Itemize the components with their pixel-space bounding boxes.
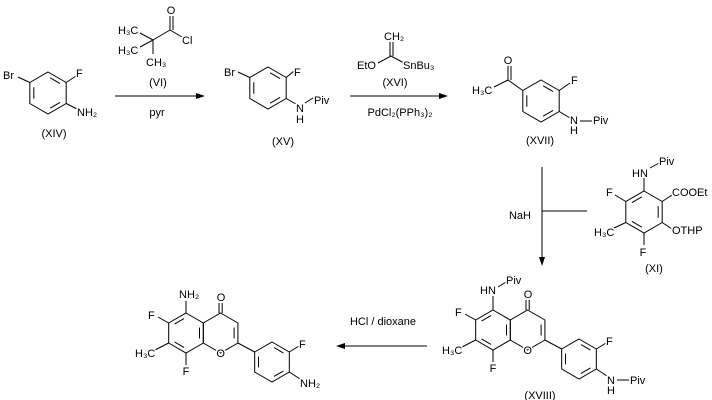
xvii-o: O <box>504 55 513 67</box>
xi-h3c: H₃C <box>594 227 614 239</box>
vi-label: (VI) <box>149 77 167 89</box>
ring-xv <box>249 66 287 110</box>
xviii-o-ring: O <box>523 345 532 357</box>
labels: Br F NH₂ (XIV) O Cl H₃C H₃C CH₃ (VI) pyr… <box>2 4 709 400</box>
product-aryl-bond <box>237 342 255 353</box>
xviii-hn: HN <box>480 285 496 297</box>
ring-xi-double-bond <box>631 196 643 204</box>
arrowhead-step1 <box>196 93 205 99</box>
product-ring-a <box>168 312 204 354</box>
product-nh2: NH₂ <box>179 289 199 301</box>
xiv-br: Br <box>3 70 14 82</box>
ring-xv-double-bond <box>269 96 281 104</box>
ring-xiv <box>29 71 67 115</box>
product-ring-b-double-bond <box>273 347 284 354</box>
xviii-aryl-bond <box>544 339 562 350</box>
xv-h: H <box>296 114 304 126</box>
product-ring-b-double-bond <box>273 370 284 377</box>
xvii-h3c: H₃C <box>472 85 492 97</box>
arrows <box>115 93 587 349</box>
xviii-o-carbonyl: O <box>524 289 533 301</box>
step4-conditions: HCl / dioxane <box>350 316 416 328</box>
arrowhead-step3 <box>539 257 545 266</box>
xviii-f6: F <box>455 307 462 319</box>
xvii-piv: Piv <box>593 115 609 127</box>
vi-h3c-top: H₃C <box>118 25 138 37</box>
ring-xi-double-bond <box>631 220 643 228</box>
xviii-label: (XVIII) <box>524 390 555 400</box>
xvii-h: H <box>570 125 578 137</box>
ring-xiv-double-bond <box>49 101 61 109</box>
product-o-carbonyl: O <box>217 292 226 304</box>
product-o-ring: O <box>216 348 225 360</box>
xvi-eto: EtO <box>357 60 376 72</box>
xviii-f-aryl: F <box>606 336 613 348</box>
ring-xi <box>625 190 663 234</box>
xviii-f8: F <box>490 363 497 375</box>
xi-f-top: F <box>606 187 613 199</box>
ring-xvii-double-bond <box>542 109 554 117</box>
product-h3c: H₃C <box>135 348 155 360</box>
xvi-label: (XVI) <box>382 77 407 89</box>
arrowhead-step4 <box>336 343 345 349</box>
xviii-piv: Piv <box>506 275 522 287</box>
xvii-f: F <box>571 75 578 87</box>
step1-conditions: pyr <box>149 107 165 119</box>
step3-reagent: NaH <box>509 210 531 222</box>
xv-n: N <box>296 103 304 115</box>
xiv-label: (XIV) <box>41 128 66 140</box>
xvii-n: N <box>570 115 578 127</box>
xv-br: Br <box>224 67 235 79</box>
xviii-ring-a-double-bond <box>481 338 492 345</box>
rings <box>29 66 663 383</box>
xiv-nh2: NH₂ <box>77 107 97 119</box>
arrowhead-step2 <box>439 93 448 99</box>
xviii-h: H <box>607 385 615 397</box>
xi-othp: OTHP <box>672 225 703 237</box>
xi-label: (XI) <box>645 263 663 275</box>
product-ring-b <box>254 341 290 383</box>
product-f6: F <box>148 310 155 322</box>
xv-piv: Piv <box>314 95 330 107</box>
xviii-n: N <box>607 375 615 387</box>
vi-cl: Cl <box>182 35 192 47</box>
ring-xv-double-bond <box>269 72 281 80</box>
xviii-ring-b-double-bond <box>580 344 591 351</box>
ring-xiv-double-bond <box>49 77 61 85</box>
vi-o: O <box>167 5 176 17</box>
ring-xvii-double-bond <box>542 85 554 93</box>
xv-f: F <box>294 67 301 79</box>
product-nh2-aryl: NH₂ <box>300 378 320 390</box>
xviii-ring-b-double-bond <box>580 367 591 374</box>
xi-cooet: COOEt <box>672 187 707 199</box>
xviii-ring-b <box>561 338 597 380</box>
xvii-label: (XVII) <box>526 135 554 147</box>
xvi-ch2: CH₂ <box>384 31 404 43</box>
xviii-piv2: Piv <box>630 375 646 387</box>
xiv-f: F <box>76 68 83 80</box>
xviii-ring-c <box>509 309 546 351</box>
product-ring-a-double-bond <box>174 341 185 348</box>
product-f-aryl: F <box>299 339 306 351</box>
product-f8: F <box>183 366 190 378</box>
xv-label: (XV) <box>272 136 294 148</box>
xi-hn: HN <box>632 168 648 180</box>
xviii-h3c: H₃C <box>442 345 462 357</box>
vi-ch3: CH₃ <box>146 57 166 69</box>
step2-conditions: PdCl₂(PPh₃)₂ <box>368 107 433 119</box>
product-ring-c <box>202 312 239 354</box>
bonds <box>17 16 673 381</box>
xviii-ring-a-double-bond <box>481 315 492 322</box>
ring-xvii <box>522 79 560 123</box>
product-ring-a-double-bond <box>174 318 185 325</box>
xi-piv: Piv <box>659 156 675 168</box>
xviii-ring-a <box>475 309 511 351</box>
vi-h3c-bottom: H₃C <box>118 45 138 57</box>
xi-f-bottom: F <box>640 247 647 259</box>
xvi-snbu3: SnBu₃ <box>403 60 434 72</box>
